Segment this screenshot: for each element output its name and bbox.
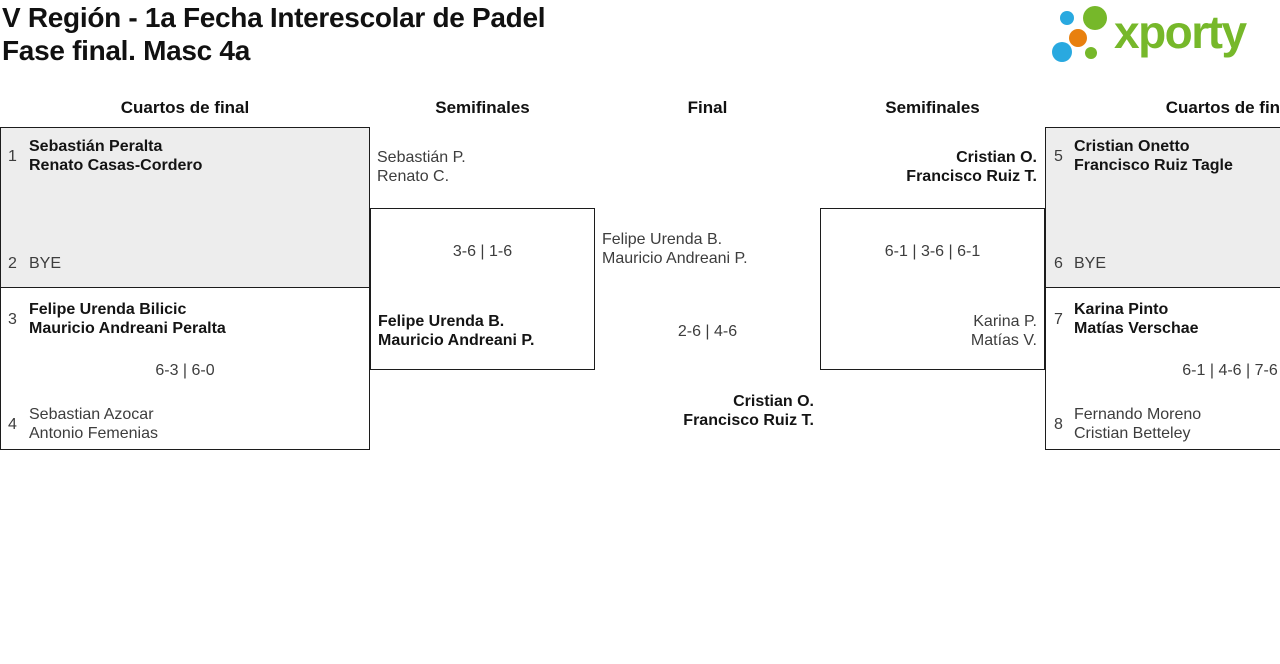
player-name: Matías Verschae: [1074, 320, 1199, 337]
xporty-logo[interactable]: xporty: [1050, 2, 1280, 68]
seed-number: 5: [1054, 148, 1063, 165]
player-name: Sebastian Azocar: [29, 406, 154, 423]
team-sf2-b: Karina P. Matías V.: [971, 312, 1037, 350]
team-qf2-b: Sebastian Azocar Antonio Femenias: [29, 405, 158, 443]
round-header-semifinals-right: Semifinales: [885, 98, 980, 117]
bye-label: BYE: [1074, 255, 1107, 272]
player-name: Matías V.: [970, 332, 1037, 349]
player-name: Antonio Femenias: [29, 425, 158, 442]
team-qf3-a: Cristian Onetto Francisco Ruiz Tagle: [1074, 137, 1233, 175]
team-sf2-a: Cristian O. Francisco Ruiz T.: [820, 148, 1037, 186]
logo-dot-icon: [1060, 11, 1074, 25]
match-score: 6-1 | 4-6 | 7-6: [1182, 362, 1278, 379]
player-name: Karina Pinto: [1074, 301, 1169, 318]
tournament-title-line1: V Región - 1a Fecha Interescolar de Pade…: [2, 2, 546, 33]
seed-number: 3: [8, 311, 17, 328]
logo-wordmark: xporty: [1114, 6, 1247, 58]
team-qf2-a: Felipe Urenda Bilicic Mauricio Andreani …: [29, 300, 226, 338]
team-final-a: Felipe Urenda B. Mauricio Andreani P.: [602, 230, 748, 268]
team-qf1-a: Sebastián Peralta Renato Casas-Cordero: [29, 137, 202, 175]
tournament-title: V Región - 1a Fecha Interescolar de Pade…: [2, 1, 546, 67]
player-name: Cristian O.: [956, 149, 1037, 166]
team-sf1-b: Felipe Urenda B. Mauricio Andreani P.: [378, 312, 534, 350]
match-box-qf2: 3 Felipe Urenda Bilicic Mauricio Andrean…: [0, 287, 370, 450]
seed-number: 4: [8, 416, 17, 433]
logo-dot-icon: [1083, 6, 1107, 30]
seed-number: 2: [8, 255, 17, 272]
match-score: 6-1 | 3-6 | 6-1: [884, 243, 981, 260]
logo-dot-icon: [1069, 29, 1087, 47]
player-name: Francisco Ruiz Tagle: [1074, 157, 1233, 174]
match-score: 2-6 | 4-6: [677, 323, 738, 340]
match-box-qf4: 7 Karina Pinto Matías Verschae 6-1 | 4-6…: [1045, 287, 1280, 450]
player-name: Mauricio Andreani P.: [602, 250, 748, 267]
player-name: Cristian O.: [733, 393, 814, 410]
logo-dot-icon: [1085, 47, 1097, 59]
player-name: Sebastián P.: [377, 149, 466, 166]
player-name: Mauricio Andreani Peralta: [29, 320, 226, 337]
match-box-qf3: 5 Cristian Onetto Francisco Ruiz Tagle 6…: [1045, 127, 1280, 288]
team-qf4-b: Fernando Moreno Cristian Betteley: [1074, 405, 1201, 443]
match-score: 6-3 | 6-0: [155, 362, 215, 379]
bye-label: BYE: [29, 255, 62, 272]
player-name: Francisco Ruiz T.: [906, 168, 1037, 185]
player-name: Felipe Urenda Bilicic: [29, 301, 187, 318]
player-name: Sebastián Peralta: [29, 138, 163, 155]
player-name: Karina P.: [973, 313, 1037, 330]
player-name: Renato Casas-Cordero: [29, 157, 203, 174]
logo-dot-icon: [1052, 42, 1072, 62]
tournament-title-line2: Fase final. Masc 4a: [2, 35, 250, 66]
team-qf4-a: Karina Pinto Matías Verschae: [1074, 300, 1199, 338]
player-name: Francisco Ruiz T.: [683, 412, 814, 429]
round-header-quarterfinals-left: Cuartos de final: [120, 98, 250, 117]
player-name: Mauricio Andreani P.: [378, 332, 535, 349]
player-name: Felipe Urenda B.: [378, 313, 505, 330]
team-final-b: Cristian O. Francisco Ruiz T.: [595, 392, 814, 430]
seed-number: 7: [1054, 311, 1063, 328]
round-header-final: Final: [687, 98, 728, 117]
match-box-qf1: 1 Sebastián Peralta Renato Casas-Cordero…: [0, 127, 370, 288]
match-box-sf2: 6-1 | 3-6 | 6-1 Karina P. Matías V.: [820, 208, 1045, 370]
match-score: 3-6 | 1-6: [452, 243, 513, 260]
round-header-semifinals-left: Semifinales: [435, 98, 530, 117]
player-name: Cristian Onetto: [1074, 138, 1190, 155]
player-name: Cristian Betteley: [1074, 425, 1191, 442]
player-name: Fernando Moreno: [1074, 406, 1202, 423]
player-name: Felipe Urenda B.: [602, 231, 723, 248]
seed-number: 8: [1054, 416, 1063, 433]
match-box-sf1: 3-6 | 1-6 Felipe Urenda B. Mauricio Andr…: [370, 208, 595, 370]
player-name: Renato C.: [377, 168, 450, 185]
seed-number: 6: [1054, 255, 1063, 272]
seed-number: 1: [8, 148, 17, 165]
round-header-quarterfinals-right: Cuartos de final: [1165, 98, 1280, 117]
team-sf1-a: Sebastián P. Renato C.: [377, 148, 466, 186]
